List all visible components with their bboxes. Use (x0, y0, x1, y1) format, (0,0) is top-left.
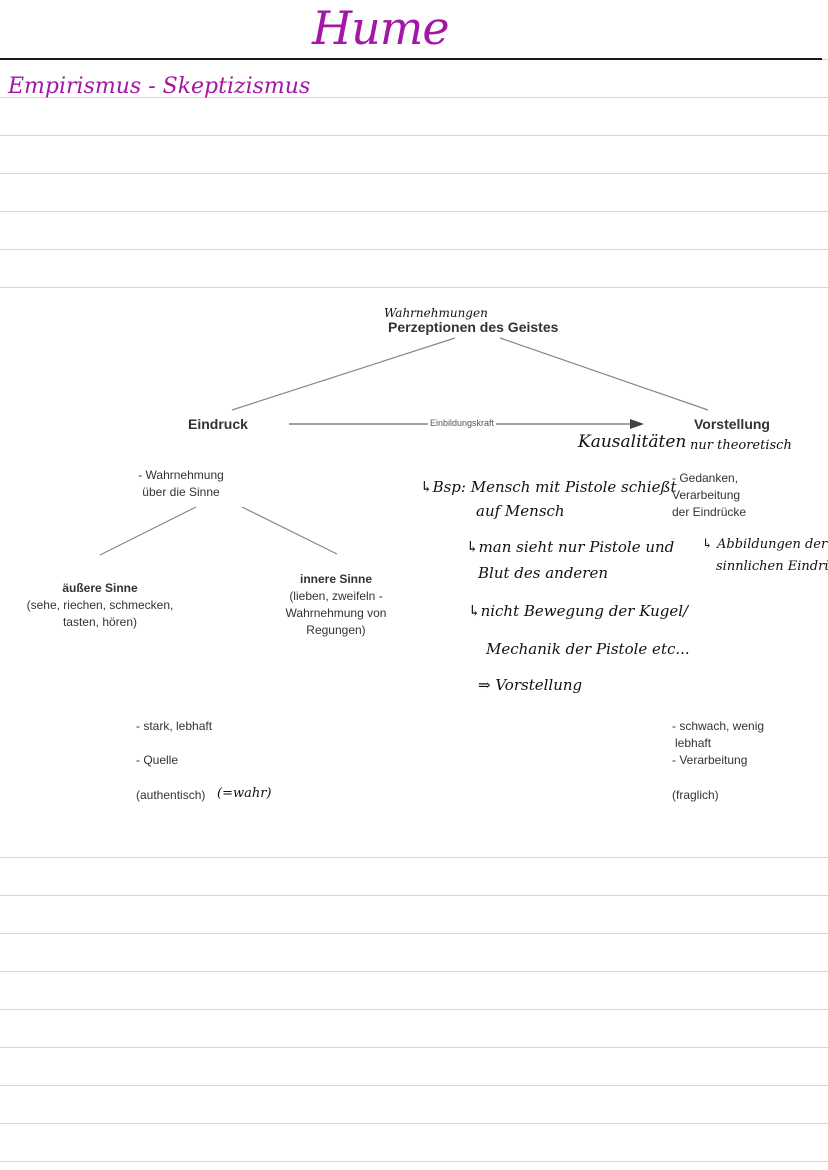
branch-line-left (231, 337, 456, 411)
idea-description: - Gedanken, Verarbeitung der Eindrücke (672, 471, 747, 519)
example-note-2: auf Mensch (476, 502, 565, 520)
example-note-3: ↳man sieht nur Pistole und (466, 538, 675, 556)
branch-line-outer-senses (99, 506, 197, 556)
page-title: Hume (312, 1, 450, 55)
arrow-label: Einbildungskraft (428, 417, 497, 429)
example-note-7: ⇒ Vorstellung (478, 676, 583, 694)
impression-property-source: - Quelle (136, 753, 179, 767)
branch-line-inner-senses (241, 506, 338, 555)
impression-note: (=wahr) (217, 786, 272, 801)
impression-property-authentic: (authentisch) (136, 788, 206, 802)
idea-property-questionable: (fraglich) (672, 788, 719, 802)
branch-line-right (499, 337, 709, 411)
idea-properties: - schwach, wenig lebhaft - Verarbeitung (672, 719, 765, 767)
impression-description: - Wahrnehmung über die Sinne (138, 468, 224, 499)
impression-property-strong: - stark, lebhaft (136, 719, 213, 733)
header-rule (0, 58, 822, 60)
inner-senses: innere Sinne (lieben, zweifeln - Wahrneh… (285, 572, 387, 637)
example-note-5: ↳nicht Bewegung der Kugel/ (468, 602, 689, 620)
idea-annotation-suffix: nur theoretisch (690, 438, 792, 453)
root-label: Perzeptionen des Geistes (388, 319, 559, 335)
diagram-background (0, 302, 828, 838)
example-note-4: Blut des anderen (478, 564, 609, 582)
example-note-6: Mechanik der Pistole etc... (486, 640, 690, 658)
idea-annotation-title: Kausalitäten (578, 432, 687, 452)
impression-label: Eindruck (188, 416, 248, 432)
idea-side-note: ↳ Abbildungen der sinnlichen Eindrücke (702, 537, 828, 574)
outer-senses: äußere Sinne (sehe, riechen, schmecken, … (26, 581, 174, 629)
page-subtitle: Empirismus - Skeptizismus (8, 74, 311, 99)
arrow-head-icon (630, 419, 644, 429)
root-annotation: Wahrnehmungen (384, 306, 488, 320)
example-note-1: ↳Bsp: Mensch mit Pistole schießt (420, 478, 677, 496)
idea-label: Vorstellung (694, 416, 770, 432)
